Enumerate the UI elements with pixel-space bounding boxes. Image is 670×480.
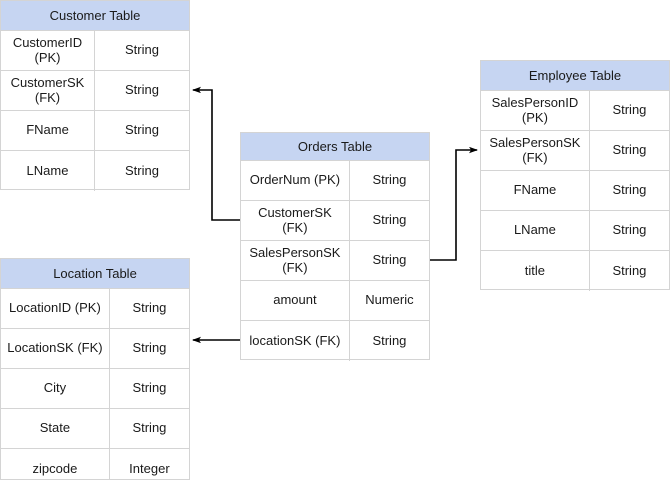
table-row[interactable]: LocationSK (FK) String: [1, 329, 189, 369]
table-row[interactable]: SalesPersonID (PK) String: [481, 91, 669, 131]
table-row[interactable]: FName String: [1, 111, 189, 151]
column-name-cell: SalesPersonID (PK): [481, 91, 590, 130]
er-table-title-location: Location Table: [1, 259, 189, 289]
column-name-cell: locationSK (FK): [241, 321, 350, 361]
table-row[interactable]: LName String: [1, 151, 189, 191]
column-name-cell: LName: [1, 151, 95, 191]
column-type-cell: String: [132, 380, 167, 396]
column-name-cell: LocationID (PK): [1, 289, 110, 328]
table-row[interactable]: LName String: [481, 211, 669, 251]
column-type-cell: Numeric: [365, 292, 414, 308]
table-row[interactable]: OrderNum (PK) String: [241, 161, 429, 201]
column-type-cell: Integer: [129, 460, 170, 476]
table-row[interactable]: zipcode Integer: [1, 449, 189, 480]
table-row[interactable]: amount Numeric: [241, 281, 429, 321]
column-name-cell: City: [1, 369, 110, 408]
table-row[interactable]: FName String: [481, 171, 669, 211]
column-type-cell: String: [612, 262, 647, 278]
column-type-cell: String: [132, 300, 167, 316]
er-table-title-employee: Employee Table: [481, 61, 669, 91]
relationship-connector-orders-to-customer: [192, 86, 240, 221]
column-name-cell: title: [481, 251, 590, 291]
table-row[interactable]: locationSK (FK) String: [241, 321, 429, 361]
table-row[interactable]: CustomerSK (FK) String: [1, 71, 189, 111]
table-row[interactable]: title String: [481, 251, 669, 291]
column-name-cell: LocationSK (FK): [1, 329, 110, 368]
er-table-title-customer: Customer Table: [1, 1, 189, 31]
column-name-cell: CustomerSK (FK): [241, 201, 350, 240]
column-name-cell: OrderNum (PK): [241, 161, 350, 200]
table-row[interactable]: State String: [1, 409, 189, 449]
column-name-cell: CustomerSK (FK): [1, 71, 95, 110]
column-type-cell: String: [612, 142, 647, 158]
table-row[interactable]: CustomerSK (FK) String: [241, 201, 429, 241]
column-name-cell: CustomerID (PK): [1, 31, 95, 70]
column-type-cell: String: [612, 222, 647, 238]
table-row[interactable]: LocationID (PK) String: [1, 289, 189, 329]
column-type-cell: String: [372, 212, 407, 228]
column-type-cell: String: [132, 420, 167, 436]
column-name-cell: SalesPersonSK (FK): [481, 131, 590, 170]
column-type-cell: String: [372, 332, 407, 348]
column-name-cell: amount: [241, 281, 350, 320]
column-type-cell: String: [372, 252, 407, 268]
column-type-cell: String: [612, 182, 647, 198]
column-name-cell: zipcode: [1, 449, 110, 480]
column-type-cell: String: [125, 42, 159, 58]
column-name-cell: State: [1, 409, 110, 448]
column-type-cell: String: [372, 172, 407, 188]
column-name-cell: FName: [481, 171, 590, 210]
column-type-cell: String: [125, 122, 159, 138]
er-table-title-orders: Orders Table: [241, 133, 429, 161]
column-type-cell: String: [612, 102, 647, 118]
column-type-cell: String: [132, 340, 167, 356]
column-name-cell: LName: [481, 211, 590, 250]
table-row[interactable]: CustomerID (PK) String: [1, 31, 189, 71]
table-row[interactable]: SalesPersonSK (FK) String: [481, 131, 669, 171]
relationship-connector-orders-to-employee: [430, 146, 478, 261]
table-row[interactable]: SalesPersonSK (FK) String: [241, 241, 429, 281]
column-name-cell: FName: [1, 111, 95, 150]
column-name-cell: SalesPersonSK (FK): [241, 241, 350, 280]
column-type-cell: String: [125, 162, 159, 178]
column-type-cell: String: [125, 82, 159, 98]
table-row[interactable]: City String: [1, 369, 189, 409]
